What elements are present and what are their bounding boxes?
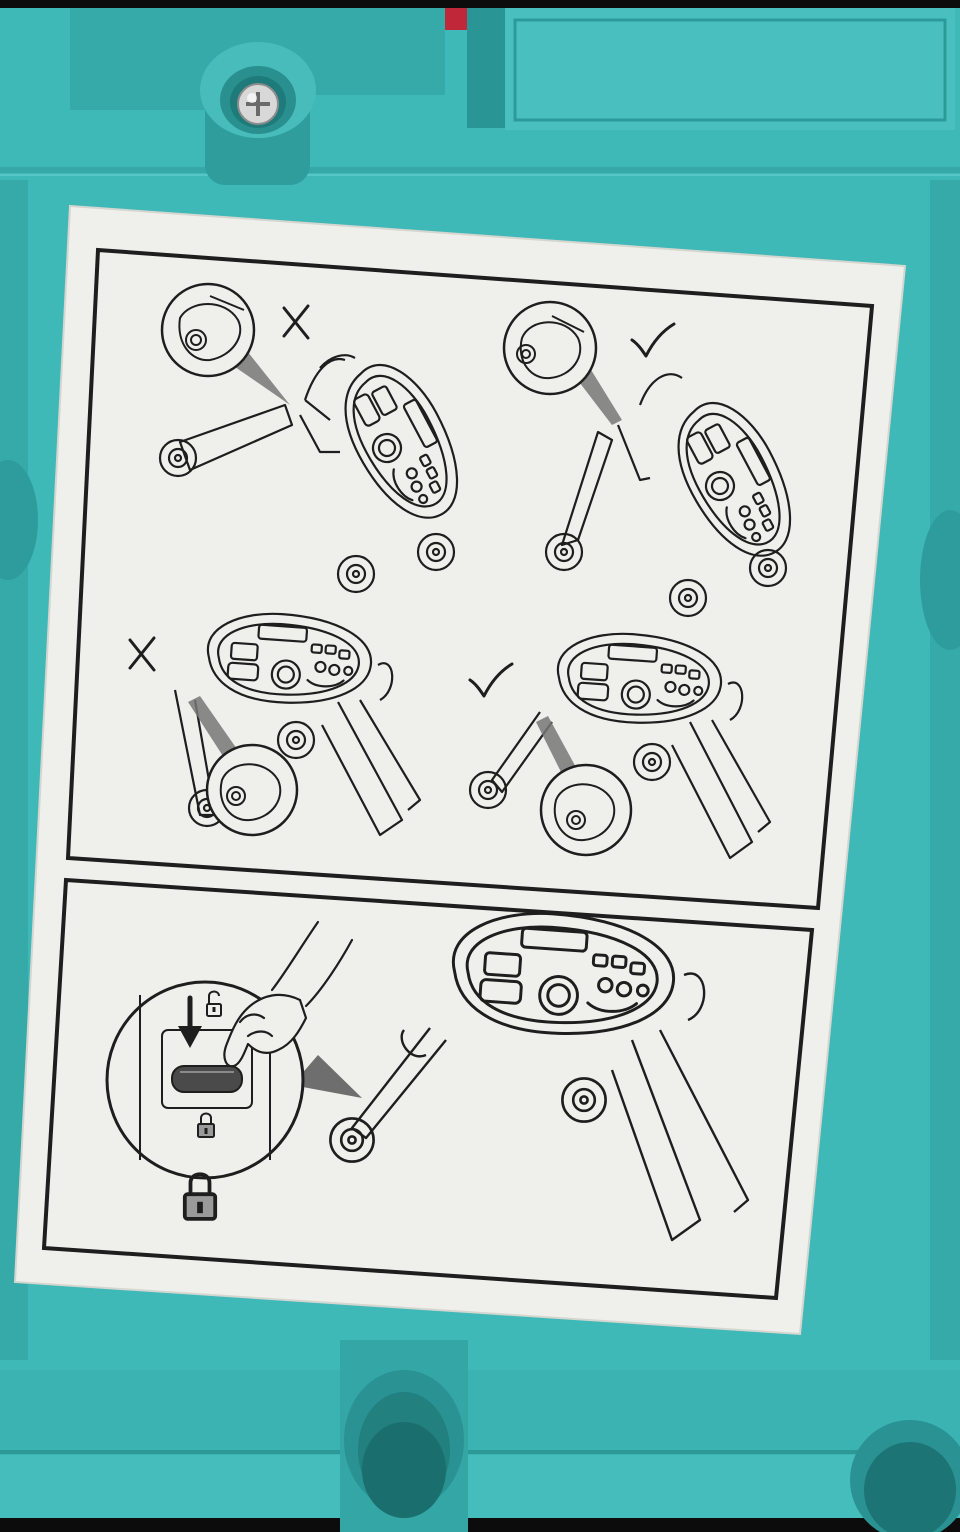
down-arrow-icon bbox=[178, 995, 202, 1048]
instruction-sticker bbox=[13, 204, 907, 1336]
step-rear-leg-wrong bbox=[158, 282, 481, 594]
unlock-icon bbox=[206, 990, 222, 1017]
screw-post bbox=[200, 42, 316, 185]
latch-slider bbox=[171, 1065, 243, 1093]
step-front-leg-correct bbox=[468, 628, 772, 860]
plastic-tube-bottom-right bbox=[850, 1420, 960, 1532]
plastic-tube-bottom-center bbox=[340, 1340, 468, 1532]
walker-illustration bbox=[329, 905, 750, 1242]
screw-icon bbox=[237, 83, 279, 125]
hand-illustration bbox=[223, 993, 308, 1068]
panel-lock bbox=[41, 877, 815, 1301]
step-rear-leg-correct bbox=[502, 300, 814, 618]
latch-zoom-bubble bbox=[105, 980, 308, 1180]
step-front-leg-wrong bbox=[128, 608, 422, 837]
panel-leg-positions bbox=[65, 247, 875, 911]
arm-illustration bbox=[270, 920, 354, 1008]
